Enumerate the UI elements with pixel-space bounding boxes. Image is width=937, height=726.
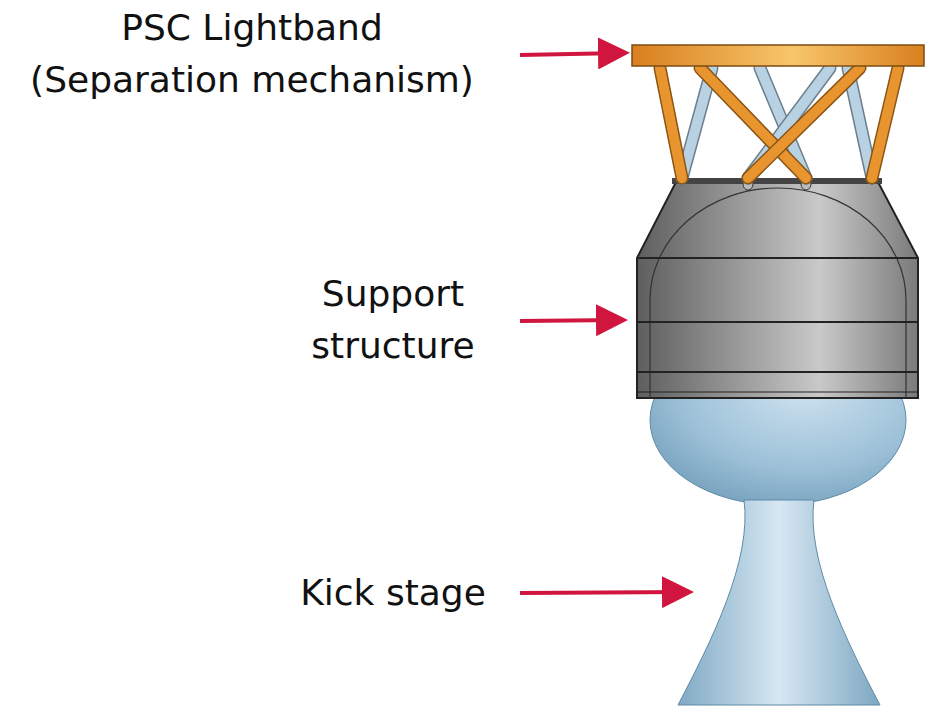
part-label: Kick stage: [263, 567, 523, 619]
part-label: Support structure: [283, 268, 503, 372]
part-label: PSC Lightband (Separation mechanism): [17, 2, 487, 106]
kick-stage-nozzle: [678, 500, 880, 705]
leader-arrow: [520, 53, 622, 55]
leader-arrow: [520, 592, 686, 593]
leader-arrow: [520, 320, 620, 321]
truss-struts: [660, 68, 898, 178]
lightband-plate: [632, 45, 924, 66]
support-structure: [637, 178, 918, 398]
